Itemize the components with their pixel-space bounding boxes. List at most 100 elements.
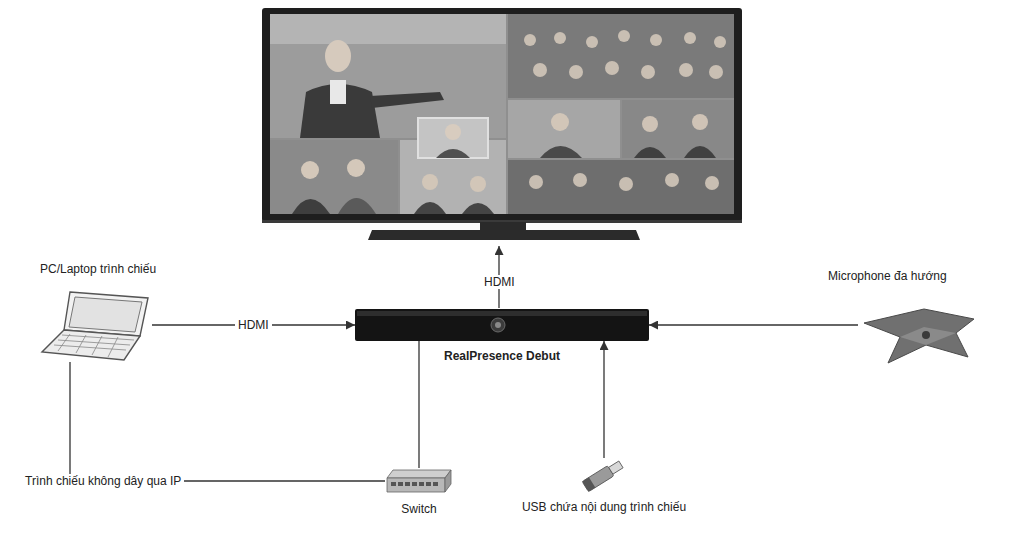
rect-shape (355, 309, 649, 341)
rect-shape (405, 482, 410, 486)
circle-shape (618, 30, 630, 42)
circle-shape (347, 159, 365, 177)
circle-shape (619, 177, 633, 191)
realpresence-node: RealPresence Debut (355, 309, 649, 341)
rect-shape (433, 482, 438, 486)
connector-line (649, 324, 858, 325)
svg-shape (858, 305, 978, 367)
circle-shape (692, 114, 708, 130)
circle-shape (641, 65, 655, 79)
path-shape (292, 199, 330, 214)
laptop-node: PC/Laptop trình chiếu (40, 290, 152, 362)
microphone-node: Microphone đa hướng (858, 305, 978, 367)
rect-shape (270, 14, 506, 44)
circle-shape (533, 63, 547, 77)
rect-shape (412, 482, 417, 486)
connector-line (418, 341, 419, 468)
device-label: Switch (401, 502, 436, 516)
rect-shape (508, 100, 620, 158)
label-holder: Microphone đa hướng (828, 269, 1008, 283)
circle-shape (679, 63, 693, 77)
g-shape (524, 30, 726, 79)
g-shape (391, 482, 438, 486)
circle-shape (605, 61, 619, 75)
circle-shape (445, 124, 461, 140)
connector-line (603, 341, 604, 458)
circle-shape (684, 32, 696, 44)
path-shape (436, 149, 470, 158)
path-shape (387, 470, 451, 478)
circle-shape (709, 65, 723, 79)
path-shape (69, 297, 142, 332)
signal-label: HDMI (481, 275, 518, 289)
label-holder: HDMI (481, 275, 518, 289)
rect-shape (400, 140, 506, 214)
ellipse-shape (325, 40, 351, 72)
g-shape (529, 173, 719, 191)
circle-shape (524, 34, 536, 46)
path-shape (864, 309, 974, 363)
device-label: USB chứa nội dung trình chiếu (522, 500, 686, 514)
rect-shape (508, 14, 734, 98)
label-holder: PC/Laptop trình chiếu (40, 262, 260, 276)
edge-label: Trình chiếu không dây qua IP (22, 474, 184, 488)
circle-shape (551, 113, 569, 131)
circle-shape (569, 65, 583, 79)
path-shape (42, 330, 140, 360)
path-shape (445, 470, 451, 492)
circle-shape (642, 116, 658, 132)
circle-shape (470, 176, 486, 192)
g-shape (582, 459, 624, 491)
circle-shape (650, 34, 662, 46)
path-shape (634, 147, 666, 158)
connector-line (70, 362, 385, 481)
path-shape (900, 327, 956, 345)
device-label: RealPresence Debut (444, 349, 560, 363)
circle-shape (301, 161, 319, 179)
path-shape (54, 334, 134, 357)
path-shape (338, 198, 376, 214)
rect-shape (508, 160, 734, 214)
label-holder: RealPresence Debut (355, 349, 649, 363)
device-label: Microphone đa hướng (828, 269, 947, 283)
path-shape (414, 202, 446, 214)
rect-shape (357, 311, 647, 316)
edge-label: HDMI (235, 318, 272, 332)
circle-shape (422, 174, 438, 190)
rect-shape (418, 118, 488, 158)
rect-shape (398, 482, 403, 486)
switch-node: Switch (385, 468, 453, 494)
path-shape (368, 230, 640, 240)
rect-shape (270, 14, 734, 214)
circle-shape (705, 176, 719, 190)
circle-shape (573, 173, 587, 187)
svg-shape (40, 290, 152, 362)
label-holder: HDMI (235, 318, 272, 332)
rect-shape (582, 466, 614, 492)
device-label: PC/Laptop trình chiếu (40, 262, 156, 276)
rect-shape (419, 482, 424, 486)
rect-shape (582, 477, 595, 491)
circle-shape (529, 175, 543, 189)
usb-node: USB chứa nội dung trình chiếu (578, 458, 630, 492)
path-shape (684, 146, 716, 158)
rect-shape (480, 222, 526, 230)
label-holder: USB chứa nội dung trình chiếu (509, 500, 699, 514)
label-holder: Trình chiếu không dây qua IP (22, 474, 184, 488)
svg-shape (578, 458, 630, 492)
rect-shape (330, 80, 346, 104)
circle-shape (586, 36, 598, 48)
rect-shape (270, 140, 398, 214)
rect-shape (426, 482, 431, 486)
path-shape (387, 478, 445, 492)
circle-shape (495, 322, 501, 328)
path-shape (64, 292, 148, 336)
rect-shape (622, 100, 734, 158)
circle-shape (554, 32, 566, 44)
circle-shape (922, 331, 930, 339)
rect-shape (609, 461, 623, 474)
rect-shape (391, 482, 396, 486)
svg-shape (355, 309, 649, 341)
rect-shape (262, 8, 742, 222)
